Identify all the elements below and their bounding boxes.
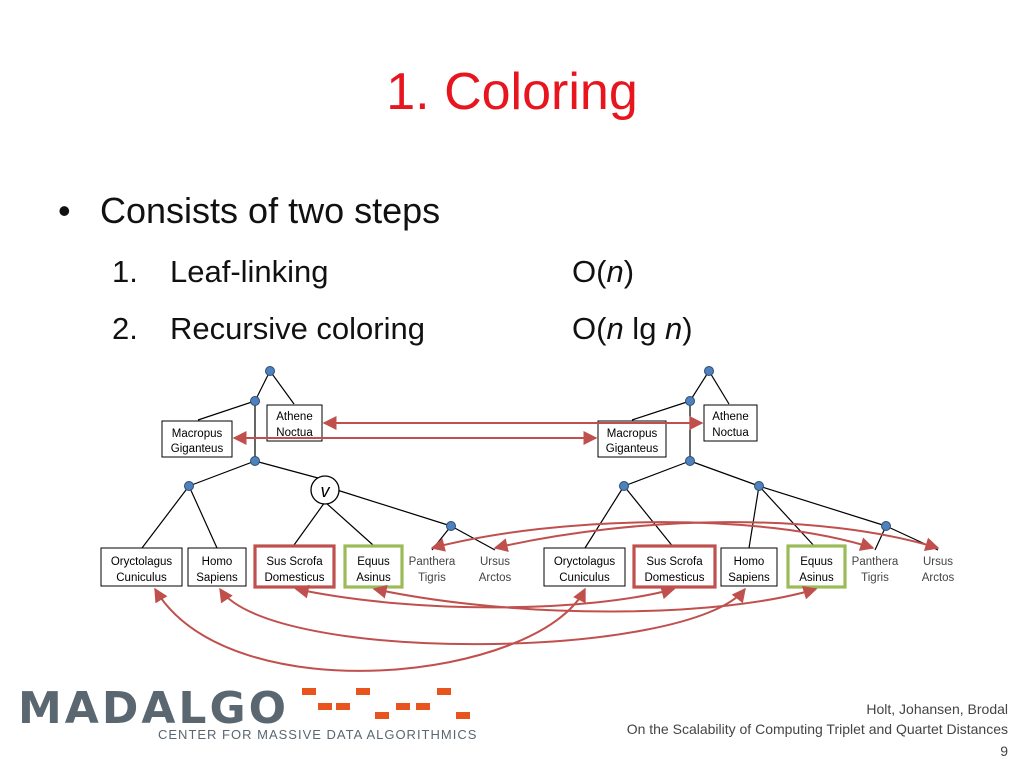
bullet-dot-icon: • [58,190,71,231]
right-leaf-3-line1: Homo [734,556,765,568]
right-leaf-2-line2: Domesticus [644,572,704,584]
footer-authors: Holt, Johansen, Brodal [866,701,1008,717]
step-2-label: Recursive coloring [170,311,425,346]
slide-title: 1. Coloring [386,63,638,121]
right-leaf-5-line2: Tigris [861,572,889,584]
left-leaf-1-line1: Oryctolagus [111,556,173,568]
right-athene-line1: Athene [712,411,748,423]
left-leaf-6-line2: Arctos [479,572,512,584]
step-2-complexity: O(n lg n) [572,311,693,346]
right-leaf-2-line1: Sus Scrofa [646,556,703,568]
left-node-a [250,396,260,406]
left-node-c [184,481,194,491]
left-athene-line1: Athene [276,411,312,423]
link-sus [294,584,676,609]
node-v [310,475,340,505]
left-leaf-2-line2: Sapiens [196,572,238,584]
bullet-text: Consists of two steps [100,190,441,231]
left-root-node [265,366,275,376]
right-node-c [619,481,629,491]
right-node-b [685,456,695,466]
step-1-label: Leaf-linking [170,254,329,289]
right-leaf-6-line2: Arctos [922,572,955,584]
node-v-label: v [321,481,331,501]
left-leaf-4-line2: Asinus [356,572,391,584]
right-leaf-3-line2: Sapiens [728,572,770,584]
right-node-a [685,396,695,406]
left-leaf-5-line1: Panthera [409,556,456,568]
step-1-complexity: O(n) [572,254,635,289]
step-2-number: 2. [112,311,138,346]
left-leaf-2-line1: Homo [202,556,233,568]
page-number: 9 [1000,743,1008,759]
left-macropus-line2: Giganteus [171,443,224,455]
logo-dashes-icon [302,688,470,719]
link-panthera [430,521,875,552]
right-macropus-line2: Giganteus [606,443,659,455]
right-root-node [704,366,714,376]
link-oryctolagus [154,587,586,672]
logo-wordmark: MADALGO [18,683,289,734]
right-leaf-4-line1: Equus [800,556,833,568]
left-leaf-6-line1: Ursus [480,556,510,568]
logo-subtitle: CENTER FOR MASSIVE DATA ALGORITHMICS [158,727,478,742]
link-ursus [493,521,940,553]
link-equus [372,584,818,613]
left-macropus-line1: Macropus [172,428,223,440]
right-leaf-6-line1: Ursus [923,556,953,568]
right-athene-line2: Noctua [712,427,749,439]
right-leaf-4-line2: Asinus [799,572,834,584]
left-leaf-1-line2: Cuniculus [116,572,167,584]
left-node-b [250,456,260,466]
right-macropus-line1: Macropus [607,428,658,440]
right-leaf-5-line1: Panthera [852,556,899,568]
left-node-d [446,521,456,531]
footer-paper-title: On the Scalability of Computing Triplet … [626,721,1008,737]
link-homo [219,587,746,646]
left-leaf-3-line2: Domesticus [264,572,324,584]
right-node-d [754,481,764,491]
left-leaf-3-line1: Sus Scrofa [266,556,323,568]
right-leaf-1-line2: Cuniculus [559,572,610,584]
left-leaf-4-line1: Equus [357,556,390,568]
right-leaf-1-line1: Oryctolagus [554,556,616,568]
left-leaf-5-line2: Tigris [418,572,446,584]
step-1-number: 1. [112,254,138,289]
right-node-e [881,521,891,531]
